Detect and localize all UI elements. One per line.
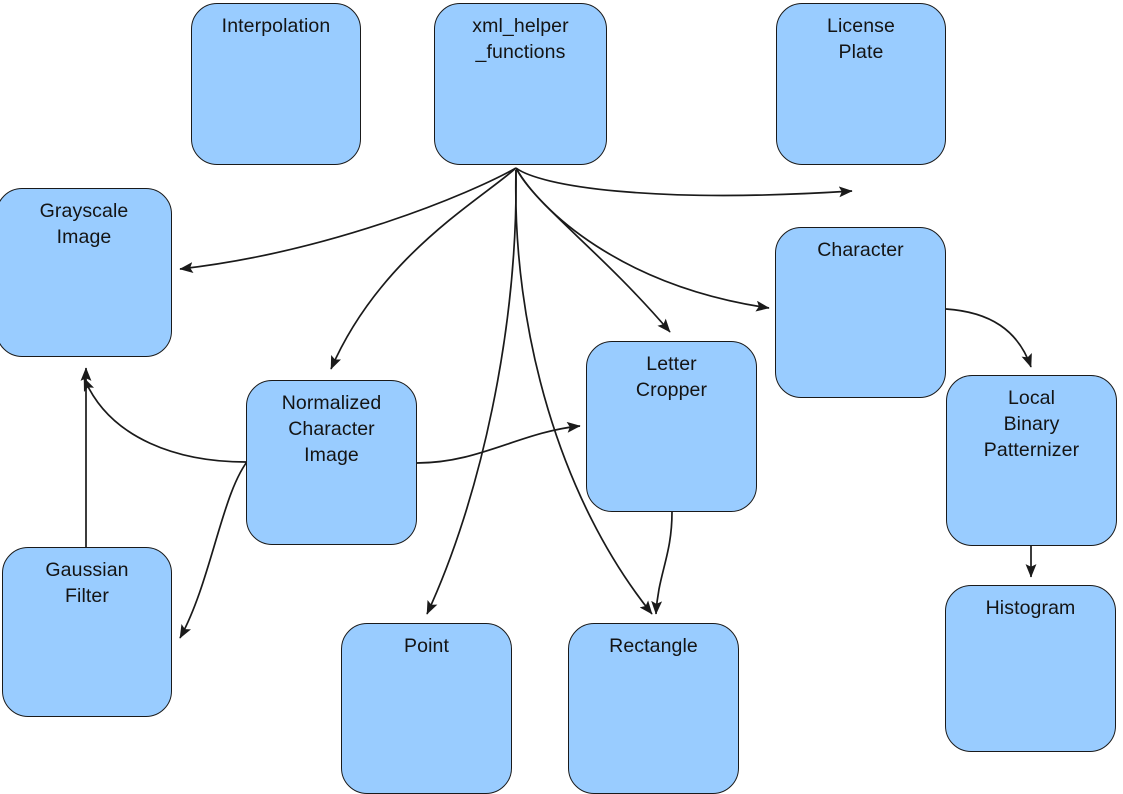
edge-xml_helper-to-point bbox=[426, 169, 517, 615]
node-label-license_plate: License Plate bbox=[827, 15, 895, 63]
edge-character-to-lbp bbox=[945, 308, 1032, 368]
node-interpolation[interactable]: Interpolation bbox=[191, 3, 361, 165]
node-label-normalized: Normalized Character Image bbox=[281, 392, 382, 466]
edge-xml_helper-to-grayscale bbox=[179, 167, 517, 273]
node-point[interactable]: Point bbox=[341, 623, 512, 794]
edge-normalized-to-letter_cropper bbox=[416, 421, 581, 464]
node-lbp[interactable]: Local Binary Patternizer bbox=[946, 375, 1117, 546]
node-grayscale[interactable]: Grayscale Image bbox=[0, 188, 172, 357]
node-rectangle[interactable]: Rectangle bbox=[568, 623, 739, 794]
edge-xml_helper-to-license_plate bbox=[515, 167, 853, 198]
node-label-xml_helper: xml_helper _functions bbox=[472, 15, 569, 63]
edge-normalized-to-grayscale bbox=[83, 377, 247, 463]
edge-xml_helper-to-normalized bbox=[330, 167, 517, 370]
node-label-point: Point bbox=[404, 635, 449, 657]
node-gaussian[interactable]: Gaussian Filter bbox=[2, 547, 172, 717]
edge-xml_helper-to-character bbox=[515, 167, 770, 312]
node-xml_helper[interactable]: xml_helper _functions bbox=[434, 3, 607, 165]
node-label-grayscale: Grayscale Image bbox=[39, 200, 129, 248]
edge-normalized-to-gaussian bbox=[179, 457, 251, 639]
node-character[interactable]: Character bbox=[775, 227, 946, 398]
node-normalized[interactable]: Normalized Character Image bbox=[246, 380, 417, 545]
node-label-gaussian: Gaussian Filter bbox=[45, 559, 129, 607]
node-label-interpolation: Interpolation bbox=[221, 15, 331, 37]
edge-letter_cropper-to-rectangle bbox=[651, 511, 673, 615]
node-label-letter_cropper: Letter Cropper bbox=[635, 353, 708, 401]
node-license_plate[interactable]: License Plate bbox=[776, 3, 946, 165]
node-letter_cropper[interactable]: Letter Cropper bbox=[586, 341, 757, 512]
node-label-lbp: Local Binary Patternizer bbox=[983, 387, 1080, 461]
node-label-rectangle: Rectangle bbox=[609, 635, 698, 657]
node-label-character: Character bbox=[817, 239, 904, 261]
node-histogram[interactable]: Histogram bbox=[945, 585, 1116, 752]
node-label-histogram: Histogram bbox=[985, 597, 1076, 619]
edge-xml_helper-to-letter_cropper bbox=[515, 167, 671, 333]
